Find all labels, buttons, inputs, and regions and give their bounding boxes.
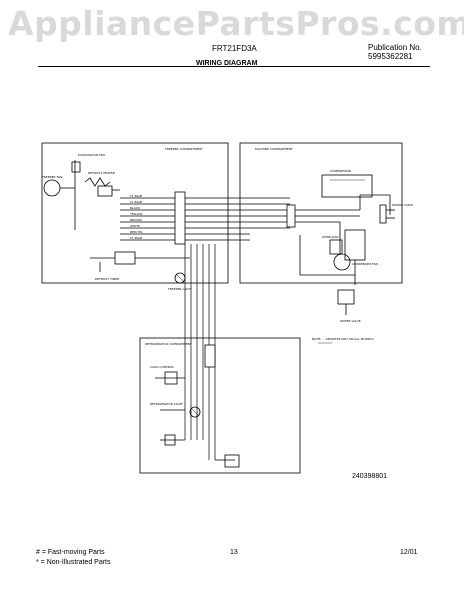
evaporator-fan-label: EVAPORATOR FAN bbox=[78, 153, 105, 157]
publication-label: Publication No. bbox=[368, 43, 422, 52]
bottom-component-symbol bbox=[224, 454, 240, 468]
refrigerator-light-label: REFRIGERATOR LIGHT bbox=[150, 402, 183, 406]
note-label: NOTE: ... DENOTES NOT ON ALL MODELS bbox=[312, 337, 374, 341]
freezer-light-symbol bbox=[174, 272, 186, 284]
drawing-number: 240398801 bbox=[352, 473, 387, 480]
connector-refrigerator bbox=[204, 344, 216, 368]
power-cord-symbol bbox=[379, 204, 395, 224]
defrost-heater-label: DEFROST HEATER bbox=[88, 171, 115, 175]
wire-label-4: YELLOW bbox=[130, 212, 142, 216]
refrigerator-compartment-box bbox=[139, 337, 301, 474]
power-cord-label: POWER CORD bbox=[392, 203, 414, 207]
wire-label-1: LT. BLUE bbox=[130, 194, 142, 198]
defrost-timer-label: DEFROST TIMER bbox=[95, 277, 119, 281]
header-divider bbox=[38, 66, 430, 67]
freezer-compartment-box bbox=[41, 142, 229, 284]
fast-moving-note: # = Fast-moving Parts bbox=[36, 549, 105, 556]
publication-block: Publication No. 5995362281 bbox=[368, 43, 422, 61]
connector-freezer bbox=[174, 191, 186, 245]
main-harness bbox=[120, 197, 290, 241]
cold-control-label: COLD CONTROL bbox=[150, 365, 174, 369]
defrost-heater-symbol bbox=[84, 177, 120, 197]
model-number: FRT21FD3A bbox=[212, 44, 257, 53]
freezer-fan-label: FREEZER FAN bbox=[42, 175, 62, 179]
cold-control-symbol bbox=[164, 371, 178, 385]
compressor-label: COMPRESSOR bbox=[330, 169, 351, 173]
freezer-compartment-label: FREEZER COMPARTMENT bbox=[165, 147, 203, 151]
connector-machine bbox=[286, 204, 296, 228]
wire-label-8: LT. BLUE bbox=[130, 236, 142, 240]
overload-label: OVERLOAD bbox=[322, 235, 339, 239]
watermark-logo: AppliancePartsPros.com bbox=[8, 4, 464, 43]
page-number: 13 bbox=[230, 549, 238, 556]
machine-compartment-box bbox=[239, 142, 403, 284]
wire-label-2: LT. BLUE bbox=[130, 200, 142, 204]
freezer-fan-symbol bbox=[43, 179, 61, 197]
diagram-title: WIRING DIAGRAM bbox=[196, 60, 258, 67]
wire-label-5: BROWN bbox=[130, 218, 142, 222]
wire-label-6: WHITE bbox=[130, 224, 140, 228]
freezer-light-label: FREEZER LIGHT bbox=[168, 287, 192, 291]
refrigerator-wiring bbox=[155, 377, 235, 461]
refrigerator-light-symbol bbox=[189, 406, 201, 418]
machine-compartment-label: MACHINE COMPARTMENT bbox=[255, 147, 293, 151]
publication-number: 5995362281 bbox=[368, 52, 413, 61]
refrigerator-switch-symbol bbox=[164, 434, 176, 446]
wire-label-7: RED/YEL bbox=[130, 230, 143, 234]
overload-symbol bbox=[329, 239, 343, 255]
publication-date: 12/01 bbox=[400, 549, 418, 556]
condenser-fan-label: CONDENSER FAN bbox=[352, 262, 378, 266]
compressor-symbol bbox=[321, 174, 373, 198]
machine-wiring bbox=[295, 194, 391, 285]
non-illustrated-note: * = Non-Illustrated Parts bbox=[36, 559, 111, 566]
defrost-timer-symbol bbox=[90, 251, 190, 272]
condenser-fan-symbol bbox=[333, 253, 351, 271]
wire-label-3: BLACK bbox=[130, 206, 141, 210]
refrigerator-compartment-label: REFRIGERATOR COMPARTMENT bbox=[145, 342, 192, 346]
water-valve-symbol bbox=[337, 289, 355, 305]
water-valve-label: WATER VALVE bbox=[340, 319, 361, 323]
